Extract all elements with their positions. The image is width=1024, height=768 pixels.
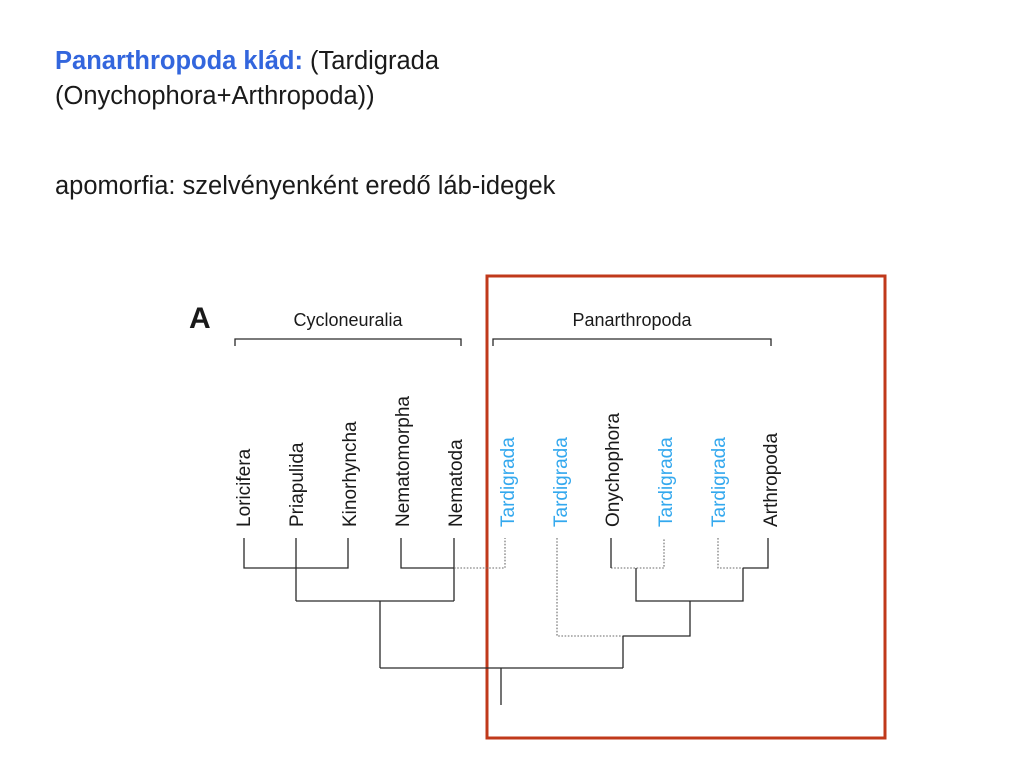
taxon-label: Onychophora: [603, 412, 624, 527]
bracket-panarthropoda: [492, 338, 772, 346]
taxon-labels: Loricifera Priapulida Kinorhyncha Nemato…: [234, 396, 782, 527]
taxon-label: Arthropoda: [761, 433, 782, 527]
taxon-label: Tardigrada: [498, 437, 519, 527]
branch-ony-arth-node: [635, 568, 744, 602]
group-label-cycloneuralia: Cycloneuralia: [293, 310, 403, 330]
taxon-label: Priapulida: [287, 442, 308, 527]
panel-label: A: [189, 302, 211, 335]
taxon-label: Loricifera: [234, 448, 255, 527]
tree-branches: [243, 538, 769, 705]
panarthropoda-highlight-frame: [485, 274, 887, 740]
taxon-label: Tardigrada: [709, 437, 730, 527]
taxon-label: Tardigrada: [656, 437, 677, 527]
clade-formula-part1: (Tardigrada: [302, 47, 440, 75]
taxon-label: Tardigrada: [551, 437, 572, 527]
clade-title: Panarthropoda klád:: [55, 47, 303, 75]
apomorphy-text: apomorfia: szelvényenként eredő láb-ideg…: [55, 172, 556, 200]
group-label-panarthropoda: Panarthropoda: [572, 310, 692, 330]
branch-tardigrada-alt-4: [717, 538, 743, 569]
taxon-label: Kinorhyncha: [340, 421, 361, 527]
bracket-cycloneuralia: [234, 338, 462, 346]
branch-tardigrada-alt-1: [454, 538, 506, 569]
slide-heading: Panarthropoda klád: (Tardigrada (Onychop…: [55, 44, 439, 114]
branch-panarthropoda-upper: [623, 601, 691, 637]
branch-arthropoda: [743, 538, 769, 569]
branch-tardigrada-alt-2: [556, 538, 623, 637]
taxon-label: Nematoda: [446, 439, 467, 527]
clade-formula-part2: (Onychophora+Arthropoda)): [55, 82, 375, 110]
taxon-label: Nematomorpha: [393, 396, 414, 527]
branch-nematoida: [400, 538, 455, 569]
branch-tardigrada-alt-3: [611, 538, 665, 569]
